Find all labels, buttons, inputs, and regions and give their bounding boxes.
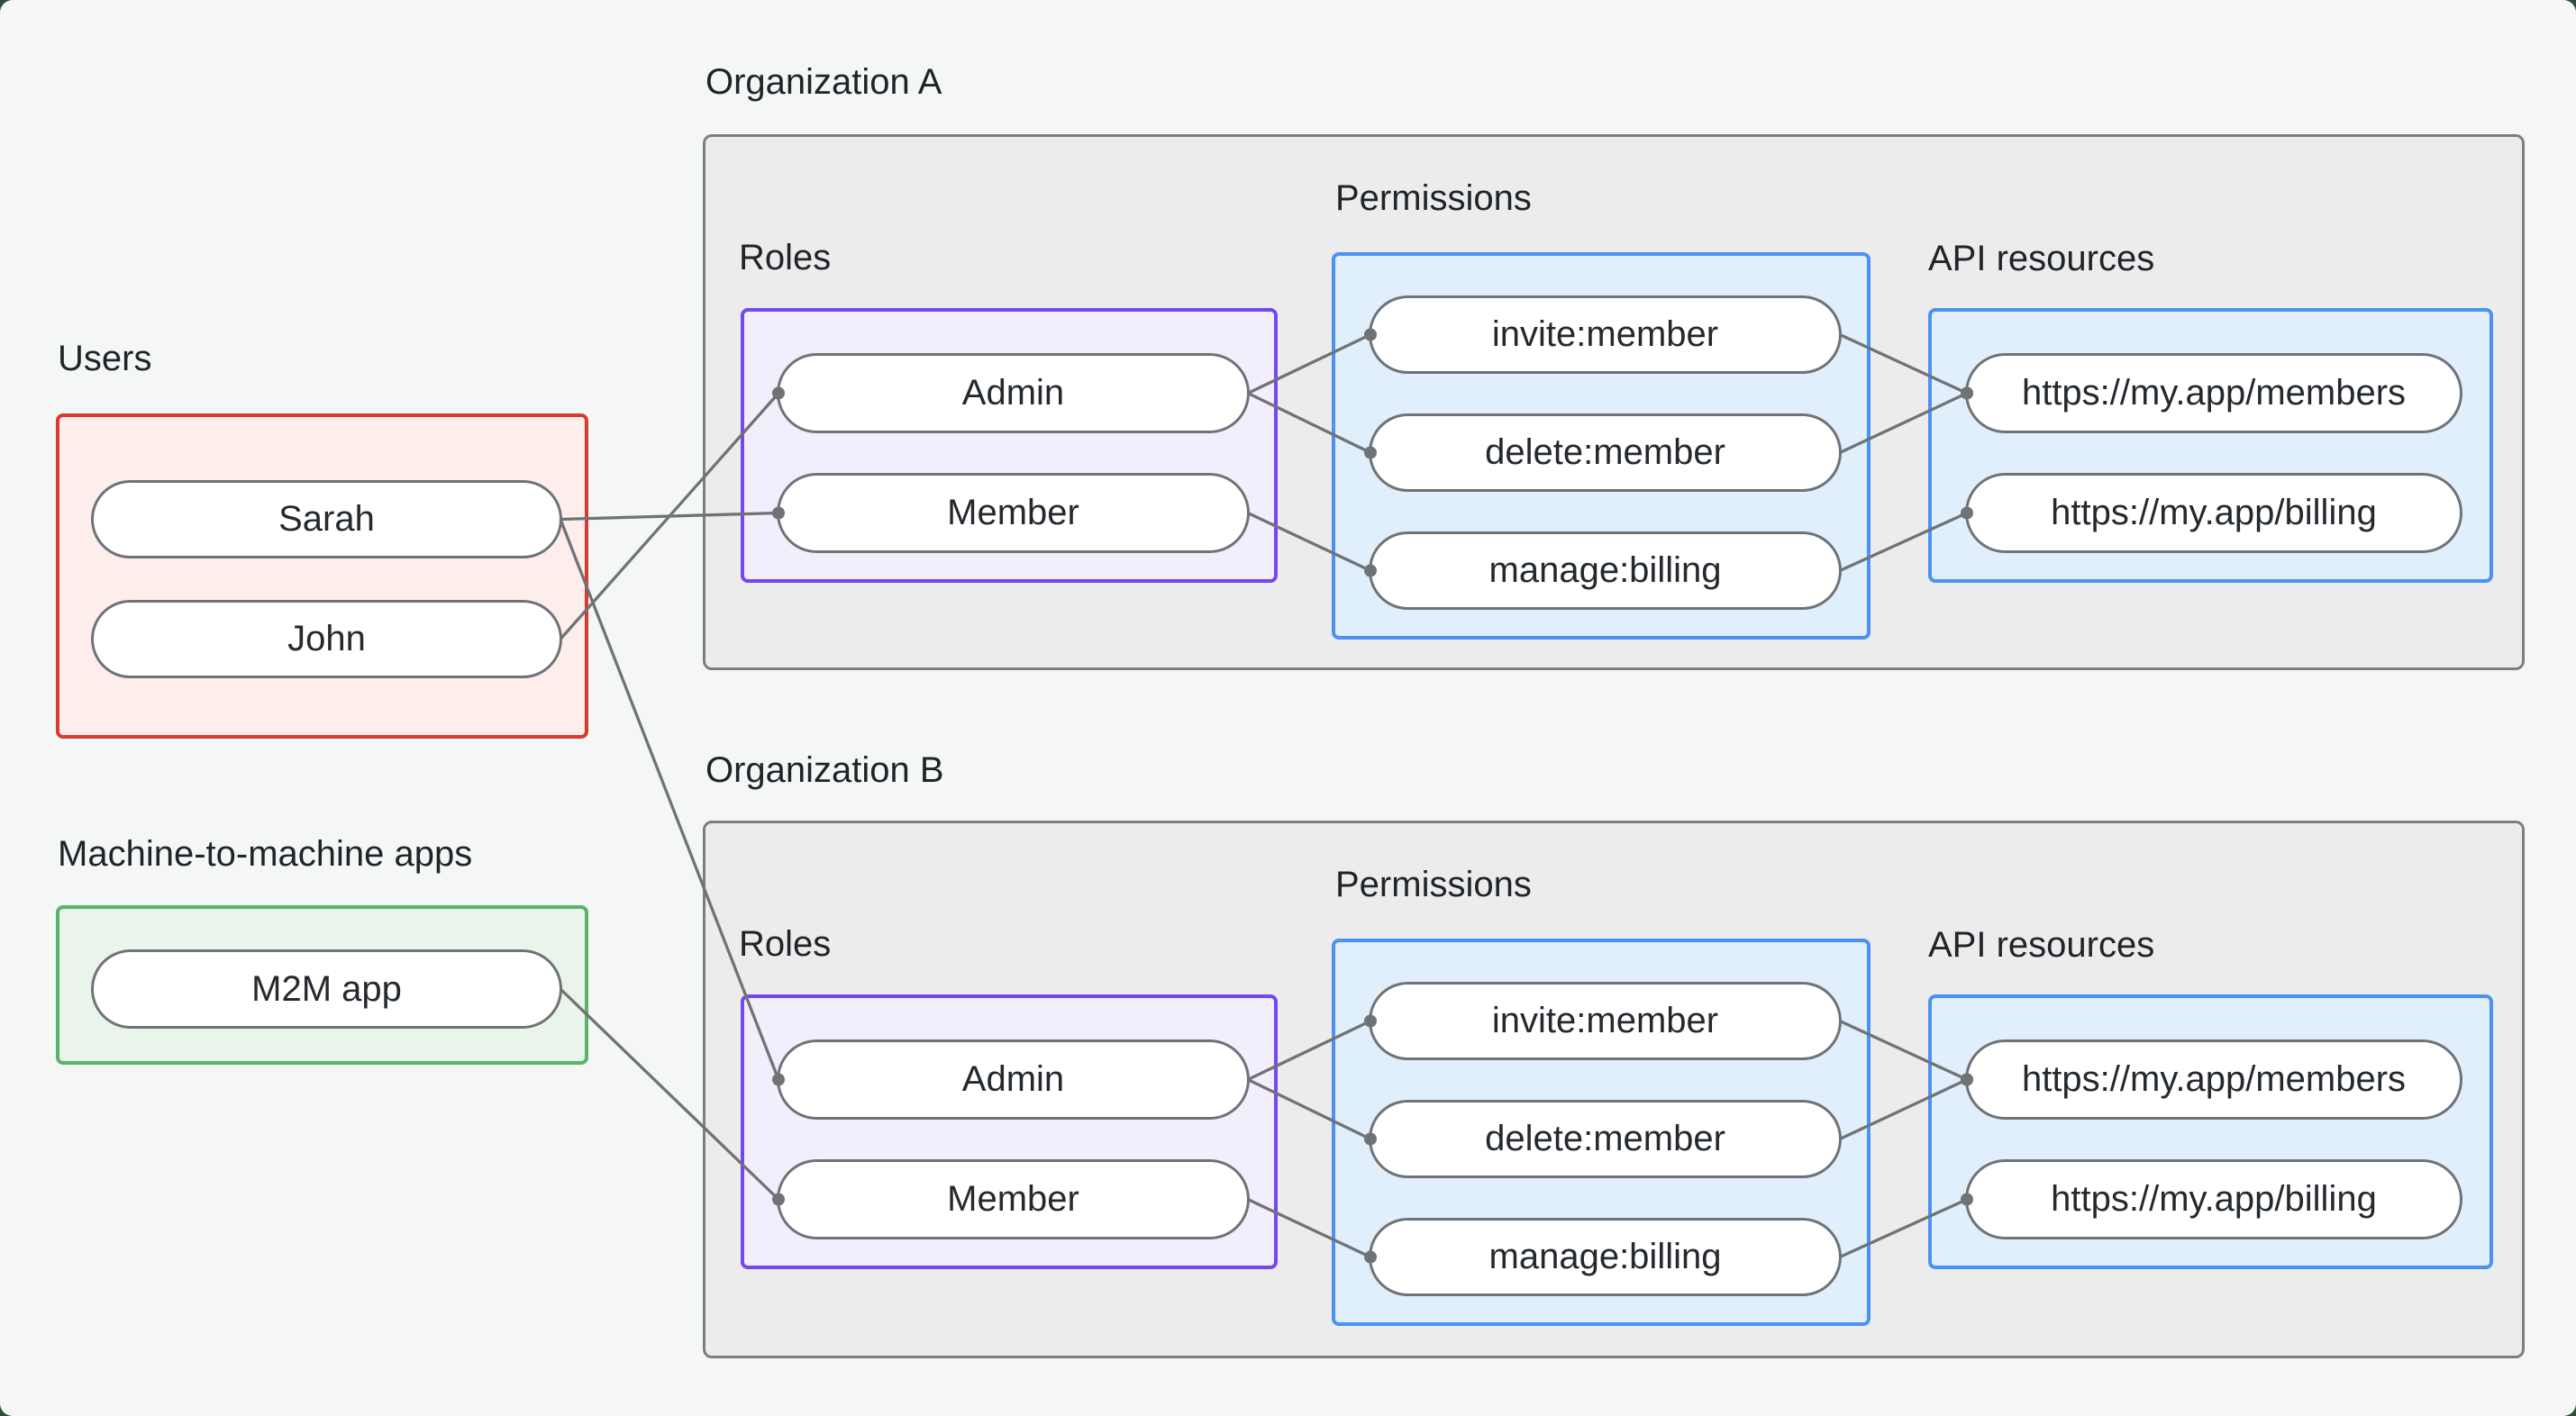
org-b-api-billing-node: https://my.app/billing [1965,1159,2462,1239]
org-b-api-members-node: https://my.app/members [1965,1039,2462,1120]
org-a-roles-label: Roles [739,238,832,277]
org-a-permission-invite-node: invite:member [1369,295,1842,374]
org-b-api-label: API resources [1928,925,2155,965]
org-b-roles-box: Admin Member [741,994,1278,1269]
org-b-roles-label: Roles [739,924,832,964]
org-a-permission-delete-node: delete:member [1369,413,1842,492]
org-b-permissions-box: invite:member delete:member manage:billi… [1332,939,1871,1326]
org-b-api-box: https://my.app/members https://my.app/bi… [1928,994,2493,1269]
org-b-role-admin-node: Admin [777,1039,1250,1120]
users-section-label: Users [58,339,152,378]
org-b-box: Roles Admin Member Permissions invite:me… [703,821,2525,1358]
org-a-api-members-node: https://my.app/members [1965,353,2462,433]
user-node-john: John [91,600,562,678]
org-b-title: Organization B [705,750,944,790]
org-b-permissions-label: Permissions [1335,865,1532,904]
org-b-permission-invite-node: invite:member [1369,982,1842,1060]
org-a-permissions-box: invite:member delete:member manage:billi… [1332,252,1871,640]
org-a-api-billing-node: https://my.app/billing [1965,473,2462,553]
org-b-permission-manage-node: manage:billing [1369,1218,1842,1296]
m2m-app-node: M2M app [91,949,562,1029]
org-b-permission-delete-node: delete:member [1369,1100,1842,1178]
m2m-group-box: M2M app [56,905,588,1065]
org-a-box: Roles Admin Member Permissions invite:me… [703,134,2525,670]
org-a-permission-manage-node: manage:billing [1369,531,1842,610]
m2m-section-label: Machine-to-machine apps [58,834,473,874]
org-a-permissions-label: Permissions [1335,178,1532,218]
org-a-roles-box: Admin Member [741,308,1278,583]
org-a-role-member-node: Member [777,473,1250,553]
org-b-role-member-node: Member [777,1159,1250,1239]
org-a-api-label: API resources [1928,239,2155,278]
org-a-title: Organization A [705,62,942,102]
org-a-api-box: https://my.app/members https://my.app/bi… [1928,308,2493,583]
users-group-box: Sarah John [56,413,588,739]
org-a-role-admin-node: Admin [777,353,1250,433]
user-node-sarah: Sarah [91,480,562,558]
